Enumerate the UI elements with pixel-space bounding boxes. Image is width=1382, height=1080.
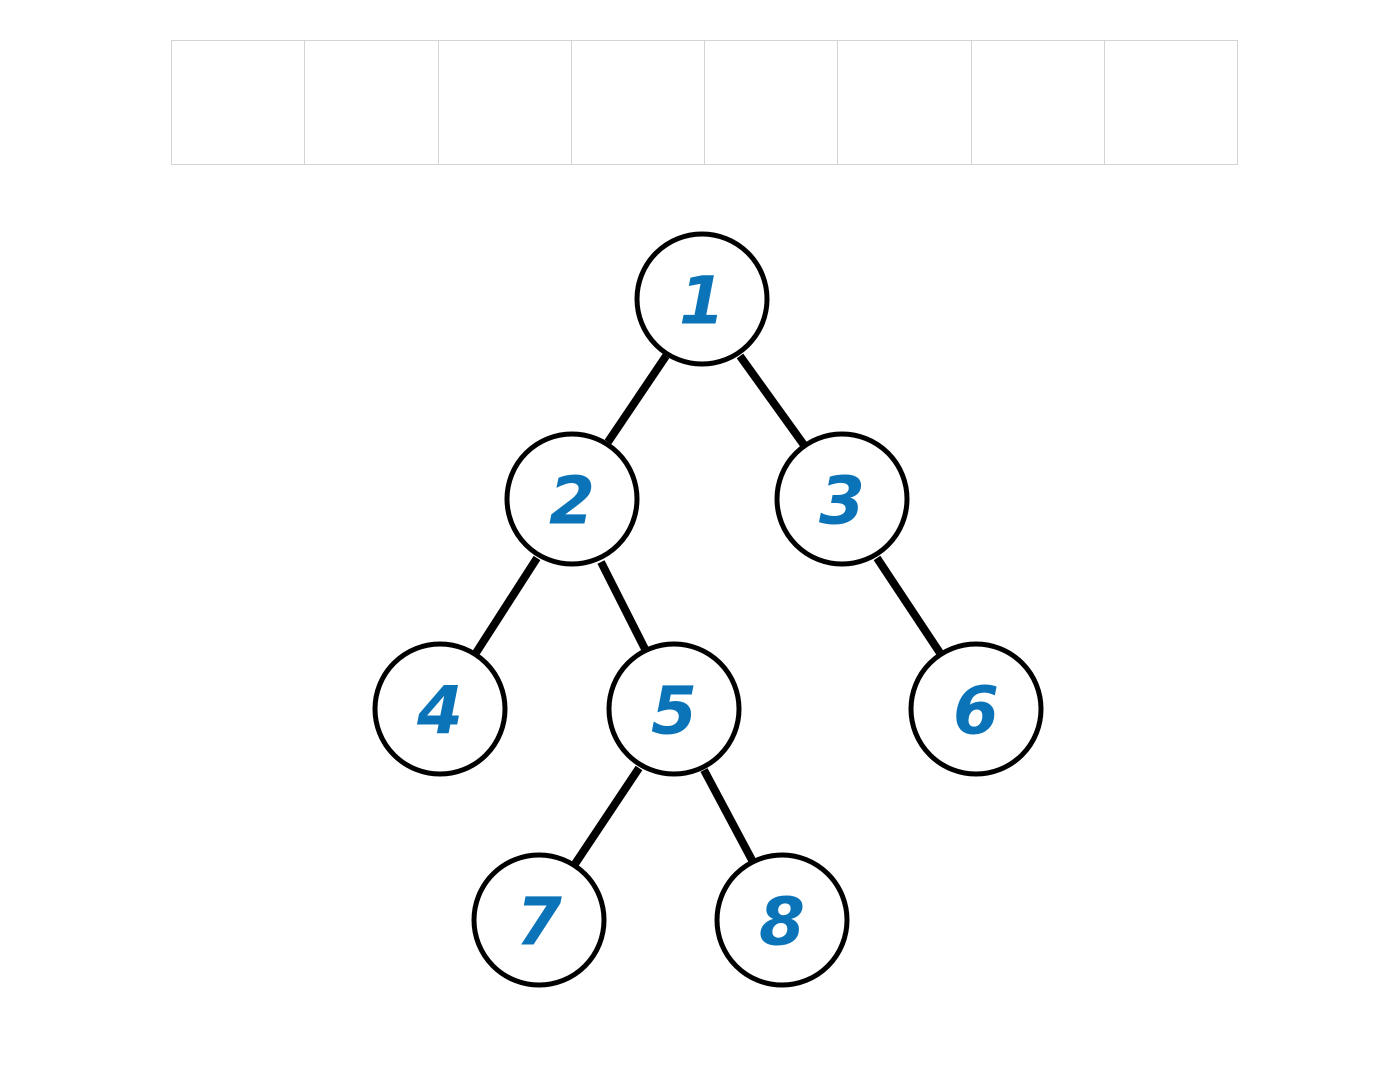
tree-node-8-circle (714, 852, 850, 988)
tree-node-3-circle (774, 431, 910, 567)
tree-node-6-label: 6 (953, 673, 999, 750)
tree-node-7-label: 7 (516, 884, 562, 961)
edge-1-2 (604, 353, 670, 445)
tree-node-1-label: 1 (679, 263, 725, 340)
tree-node-5-circle (606, 641, 742, 777)
tree-edges (470, 353, 946, 867)
tree-node-7: 7 (471, 852, 607, 988)
edge-2-4 (470, 555, 541, 659)
tree-node-5: 5 (606, 641, 742, 777)
tree-node-2: 2 (504, 431, 640, 567)
edge-3-6 (873, 555, 946, 659)
tree-node-4-circle (372, 641, 508, 777)
tree-node-4-label: 4 (416, 673, 463, 750)
array-cell-2 (439, 41, 572, 164)
tree-node-2-label: 2 (549, 463, 595, 540)
tree-node-3: 3 (774, 431, 910, 567)
array-cell-5 (838, 41, 972, 164)
tree-node-8: 8 (714, 852, 850, 988)
edge-1-3 (736, 353, 808, 448)
edge-5-7 (571, 765, 643, 867)
tree-node-6: 6 (908, 641, 1044, 777)
array-cell-0 (172, 41, 306, 164)
tree-node-4: 4 (372, 641, 508, 777)
tree-node-3-label: 3 (819, 463, 865, 540)
edge-5-8 (700, 768, 757, 864)
tree-node-1: 1 (634, 231, 770, 367)
tree-node-8-label: 8 (759, 884, 805, 961)
tree-node-5-label: 5 (651, 673, 697, 750)
array-cell-1 (305, 41, 439, 164)
array-cell-4 (705, 41, 839, 164)
tree-node-7-circle (471, 852, 607, 988)
array-cell-3 (572, 41, 705, 164)
array-cell-6 (972, 41, 1105, 164)
edge-2-5 (597, 560, 650, 653)
tree-node-1-circle (634, 231, 770, 367)
array-row (171, 40, 1238, 165)
tree-node-6-circle (908, 641, 1044, 777)
tree-node-2-circle (504, 431, 640, 567)
